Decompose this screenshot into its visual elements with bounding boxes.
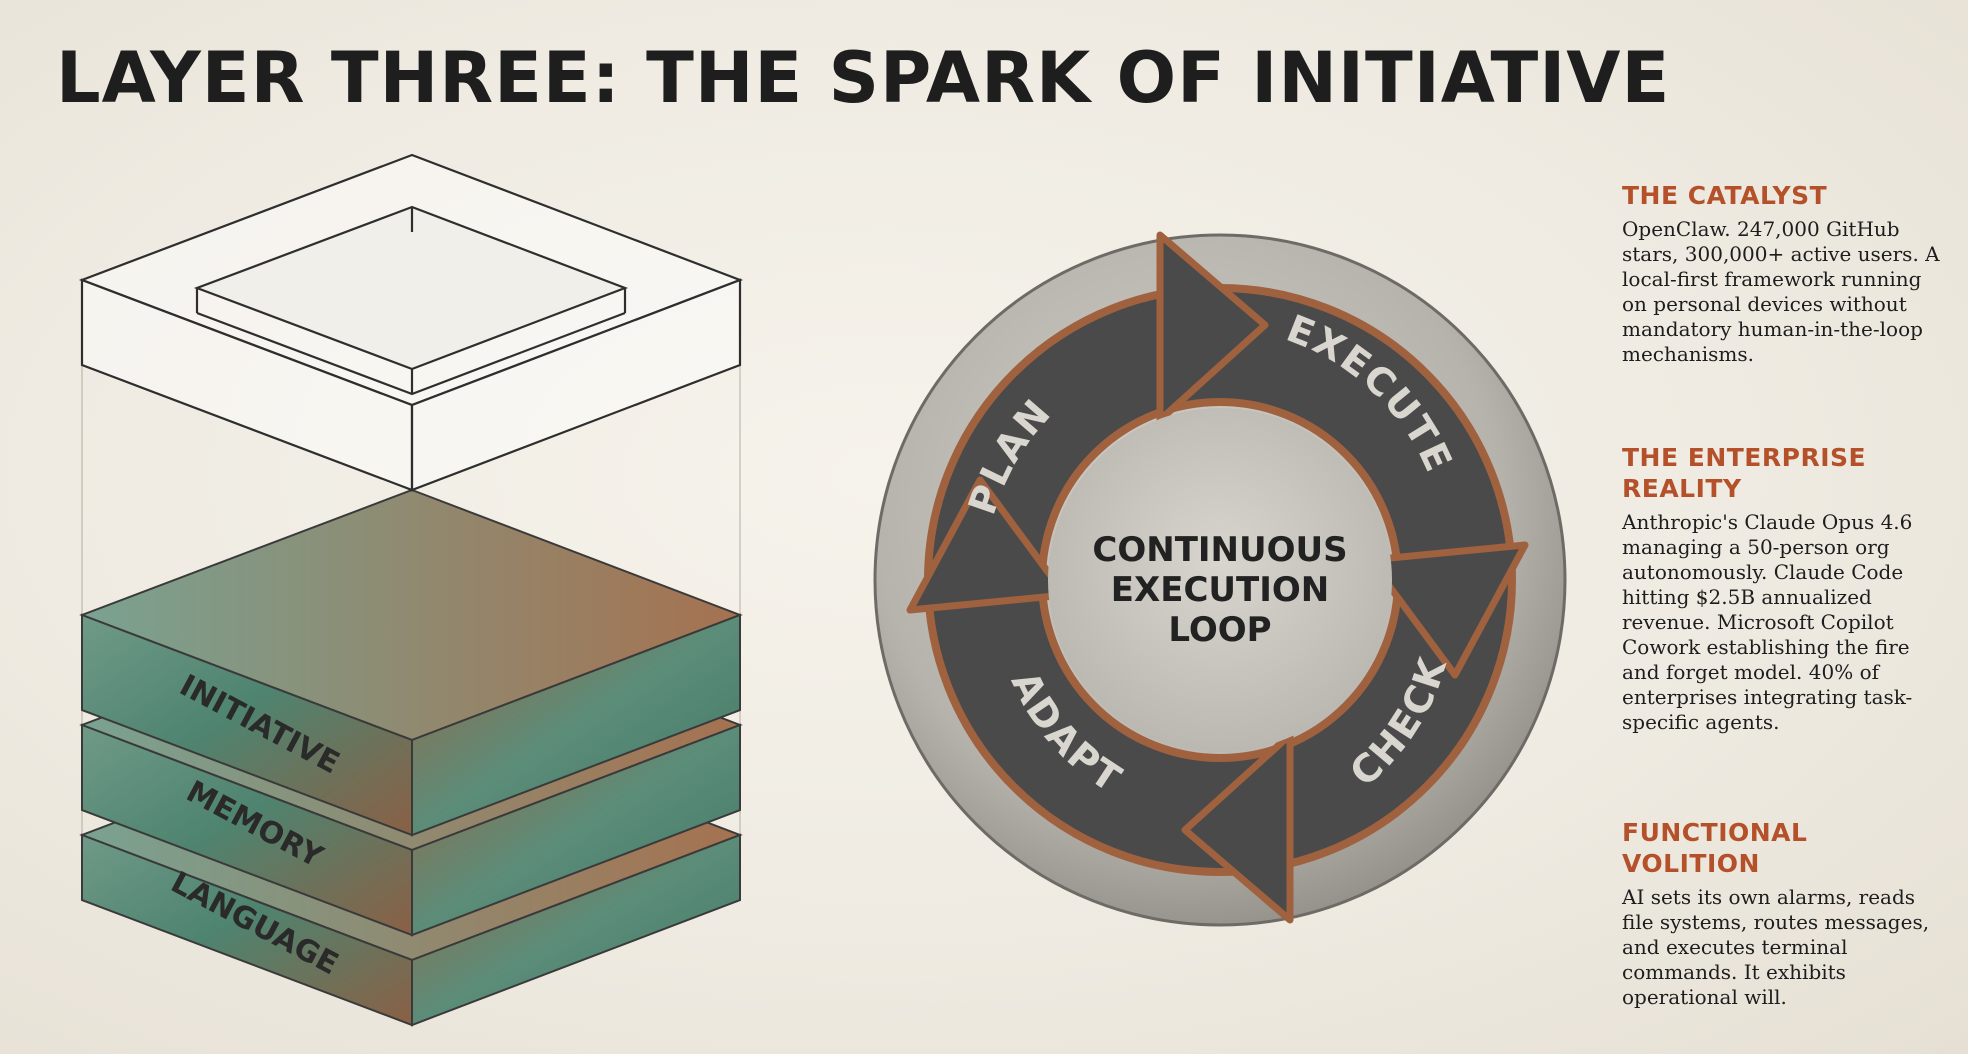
section-enterprise-body: Anthropic's Claude Opus 4.6 managing a 5… <box>1622 510 1913 734</box>
page-title: LAYER THREE: THE SPARK OF INITIATIVE <box>56 37 1671 119</box>
section-catalyst-body: OpenClaw. 247,000 GitHub stars, 300,000+… <box>1622 217 1940 366</box>
section-functional-volition: FUNCTIONAL VOLITION AI sets its own alar… <box>1622 817 1942 1010</box>
section-volition-body: AI sets its own alarms, reads file syste… <box>1622 885 1930 1009</box>
center-label-line-2: EXECUTION <box>1111 570 1329 610</box>
layer-frame-top <box>78 153 744 492</box>
arrow-head-adapt <box>906 476 1069 614</box>
inner-stone <box>1048 408 1392 752</box>
section-enterprise-reality: THE ENTERPRISE REALITY Anthropic's Claud… <box>1622 442 1942 735</box>
section-enterprise-heading: THE ENTERPRISE REALITY <box>1622 443 1867 503</box>
execution-loop-diagram: PLAN EXECUTE CHECK ADAPT CONTINUOUS EXEC… <box>860 215 1580 975</box>
arrow-head-plan <box>1156 231 1269 424</box>
layer-initiative: INITIATIVE <box>79 488 743 837</box>
arrow-head-execute <box>1366 541 1529 679</box>
section-volition-heading: FUNCTIONAL VOLITION <box>1622 818 1808 878</box>
arrow-head-check <box>1181 731 1294 924</box>
layer-stack-diagram: LANGUAGE MEMORY INITIATIVE <box>60 145 760 1045</box>
center-label-line-1: CONTINUOUS <box>1092 530 1347 570</box>
section-catalyst: THE CATALYST OpenClaw. 247,000 GitHub st… <box>1622 180 1942 367</box>
section-catalyst-heading: THE CATALYST <box>1622 181 1828 210</box>
center-label-line-3: LOOP <box>1168 610 1271 650</box>
